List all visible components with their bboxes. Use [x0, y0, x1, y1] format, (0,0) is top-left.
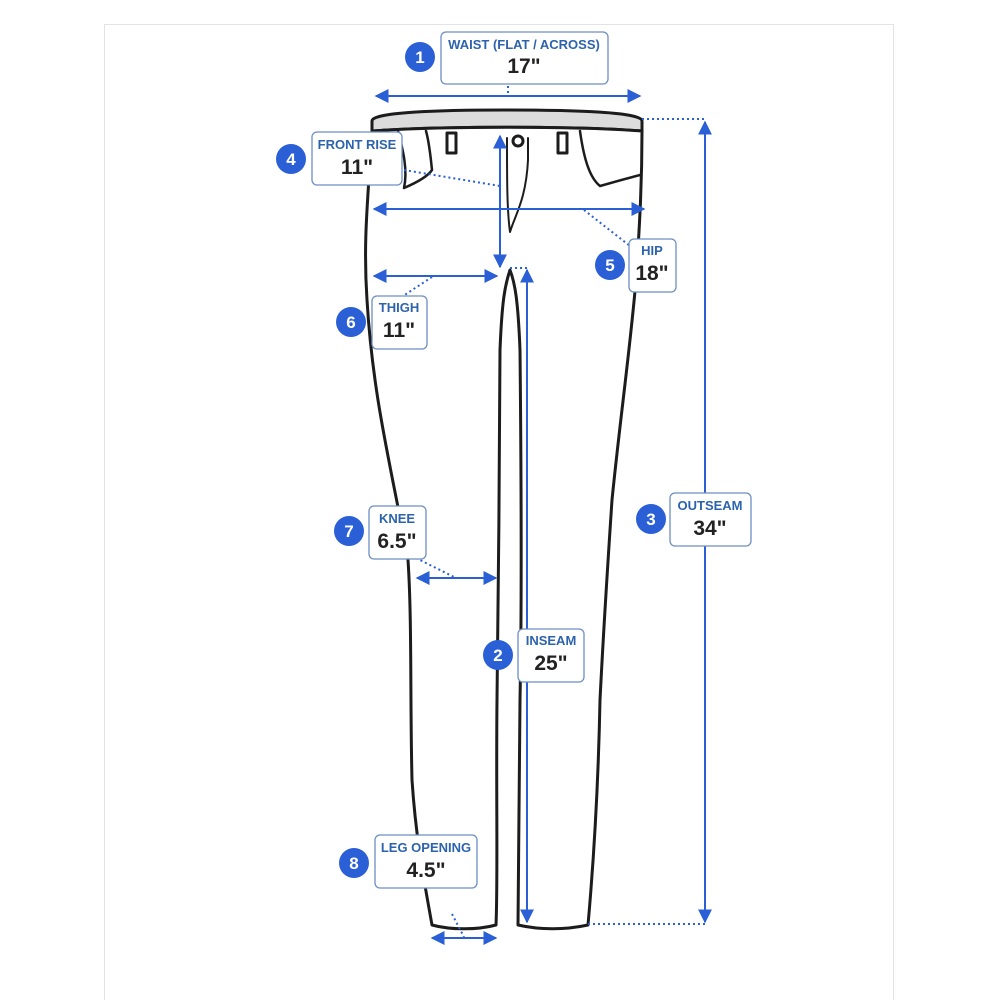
- callout-outseam: 3 OUTSEAM 34": [636, 492, 752, 547]
- callout-value: 6.5": [377, 530, 416, 553]
- belt-loop-left: [445, 131, 458, 155]
- callout-number: 3: [646, 510, 655, 529]
- callout-box: [371, 295, 428, 350]
- callout-number-badge: [336, 307, 366, 337]
- callout-label: FRONT RISE: [318, 137, 397, 152]
- callout-box: [374, 834, 478, 889]
- callout-number: 2: [493, 646, 502, 665]
- pocket-left: [396, 129, 434, 190]
- measurement-lines: [372, 86, 712, 945]
- callout-label: THIGH: [379, 300, 419, 315]
- callout-thigh: 6 THIGH 11": [336, 295, 428, 350]
- callout-value: 4.5": [406, 859, 445, 882]
- callout-value: 17": [507, 55, 540, 78]
- front-rise-leader: [403, 169, 501, 187]
- callout-box: [669, 492, 752, 547]
- callout-number-badge: [405, 42, 435, 72]
- waist-button: [511, 134, 525, 148]
- callout-number: 6: [346, 313, 355, 332]
- callout-label: LEG OPENING: [381, 840, 471, 855]
- callout-value: 18": [635, 262, 668, 285]
- callout-label: HIP: [641, 243, 663, 258]
- thigh-leader: [399, 276, 433, 299]
- callout-number-badge: [636, 504, 666, 534]
- callout-label: INSEAM: [526, 633, 577, 648]
- callout-label: OUTSEAM: [678, 498, 743, 513]
- callout-box: [517, 628, 585, 683]
- callout-number: 4: [286, 150, 296, 169]
- callout-number: 1: [415, 48, 424, 67]
- callout-value: 11": [341, 156, 373, 179]
- callout-box: [440, 31, 609, 85]
- callout-inseam: 2 INSEAM 25": [483, 628, 585, 683]
- pants-silhouette: [364, 125, 644, 931]
- callout-value: 34": [693, 517, 726, 540]
- callout-number-badge: [483, 640, 513, 670]
- leg-opening-leader: [451, 913, 465, 938]
- callout-knee: 7 KNEE 6.5": [334, 505, 427, 560]
- callout-leg-opening: 8 LEG OPENING 4.5": [339, 834, 478, 889]
- callout-hip: 5 HIP 18": [595, 238, 677, 293]
- callout-number: 5: [605, 256, 614, 275]
- pocket-right: [578, 129, 642, 188]
- callout-label: WAIST (FLAT / ACROSS): [448, 37, 600, 52]
- callout-box: [368, 505, 427, 560]
- callout-number-badge: [276, 144, 306, 174]
- callout-number-badge: [595, 250, 625, 280]
- callout-number-badge: [334, 516, 364, 546]
- callout-label: KNEE: [379, 511, 415, 526]
- fly-stitch: [506, 137, 529, 233]
- callout-front-rise: 4 FRONT RISE 11": [276, 131, 403, 186]
- callout-value: 25": [534, 652, 567, 675]
- pants-outline: [364, 108, 644, 931]
- callout-value: 11": [383, 319, 415, 342]
- callout-number: 7: [344, 522, 353, 541]
- callout-number-badge: [339, 848, 369, 878]
- callout-box: [311, 131, 403, 186]
- callout-waist: 1 WAIST (FLAT / ACROSS) 17": [405, 31, 609, 85]
- callout-box: [628, 238, 677, 293]
- callout-number: 8: [349, 854, 358, 873]
- belt-loop-right: [556, 131, 569, 155]
